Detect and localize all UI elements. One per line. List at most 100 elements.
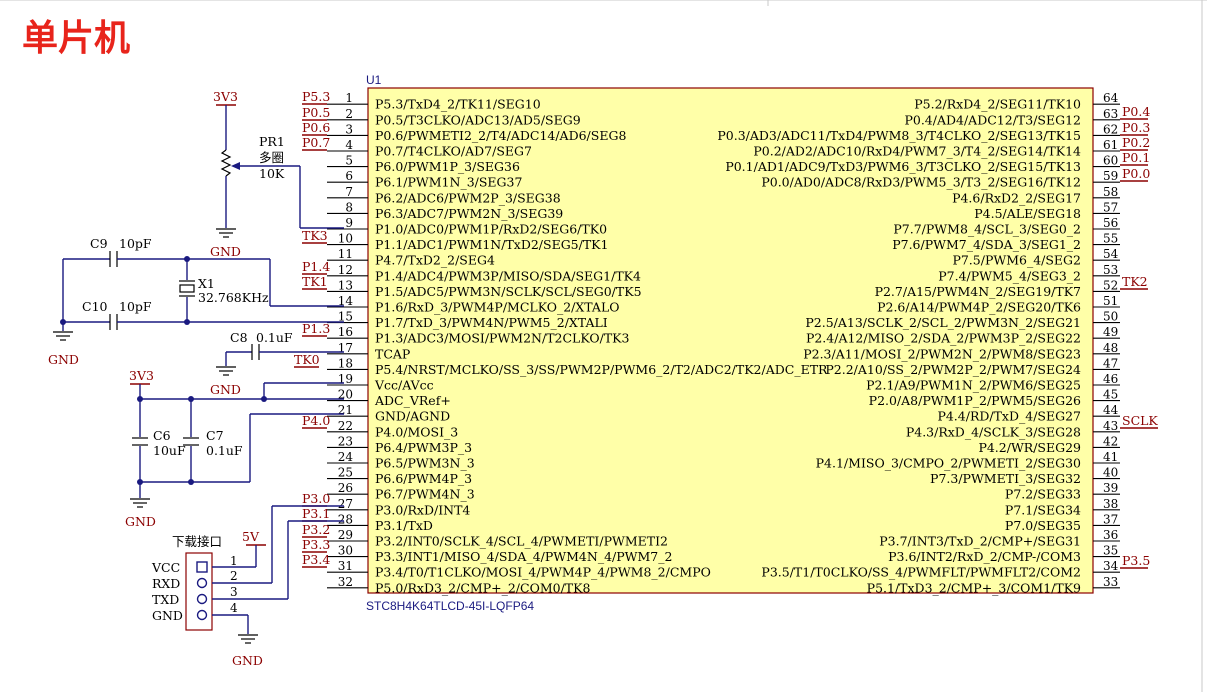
pin-number-left: 7 bbox=[345, 185, 353, 199]
c9-value: 10pF bbox=[119, 236, 152, 251]
c9-ref: C9 bbox=[90, 236, 108, 251]
net-label-tk1: TK1 bbox=[302, 274, 328, 289]
pin-number-right: 50 bbox=[1103, 310, 1118, 324]
pin-name-right: P2.5/A13/SCLK_2/SCL_2/PWM3N_2/SEG21 bbox=[805, 315, 1081, 330]
pin-number-right: 46 bbox=[1103, 372, 1118, 386]
pin-number-right: 42 bbox=[1103, 434, 1118, 448]
pin-name-right: P2.0/A8/PWM1P_2/PWM5/SEG26 bbox=[869, 393, 1081, 408]
pin-name-right: P0.4/AD4/ADC12/T3/SEG12 bbox=[904, 112, 1081, 127]
c8-ref: C8 bbox=[230, 330, 248, 345]
pin-name-right: P4.5/ALE/SEG18 bbox=[974, 206, 1081, 221]
pin-number-left: 19 bbox=[338, 372, 353, 386]
pin-name-left: P5.4/NRST/MCLKO/SS_3/SS/PWM2P/PWM6_2/T2/… bbox=[375, 362, 828, 377]
net-label-tk0: TK0 bbox=[294, 352, 320, 367]
pin-number-left: 11 bbox=[338, 247, 353, 261]
net-label-tk2: TK2 bbox=[1122, 274, 1148, 289]
pin-name-right: P7.4/PWM5_4/SEG3_2 bbox=[938, 268, 1081, 283]
pin-name-right: P7.5/PWM6_4/SEG2 bbox=[952, 253, 1081, 268]
pin-name-left: P0.7/T4CLKO/AD7/SEG7 bbox=[375, 144, 532, 159]
net-label-p07: P0.7 bbox=[302, 135, 330, 150]
pin-number-right: 44 bbox=[1103, 403, 1119, 417]
pin-number-left: 27 bbox=[338, 497, 353, 511]
pin-number-right: 61 bbox=[1103, 138, 1118, 152]
pin-number-right: 54 bbox=[1103, 247, 1119, 261]
pin-name-left: P6.3/ADC7/PWM2N_3/SEG39 bbox=[375, 206, 563, 221]
net-label-p32: P3.2 bbox=[302, 522, 330, 537]
pin-number-left: 25 bbox=[338, 466, 353, 480]
pin-name-right: P7.7/PWM8_4/SCL_3/SEG0_2 bbox=[893, 222, 1081, 237]
pin-name-left: P5.0/RxD3_2/CMP+_2/COM0/TK8 bbox=[375, 580, 590, 595]
net-label-p35: P3.5 bbox=[1122, 553, 1150, 568]
net-label-p00: P0.0 bbox=[1122, 166, 1150, 181]
pin-name-left: P1.4/ADC4/PWM3P/MISO/SDA/SEG1/TK4 bbox=[375, 268, 641, 283]
pin-number-right: 55 bbox=[1103, 232, 1118, 246]
c8-value: 0.1uF bbox=[256, 330, 293, 345]
chip-right-pins: 64P5.2/RxD4_2/SEG11/TK1063P0.4/AD4/ADC12… bbox=[717, 91, 1120, 595]
pin-name-left: P6.2/ADC6/PWM2P_3/SEG38 bbox=[375, 190, 561, 205]
capacitor-c8: GND C8 0.1uF bbox=[210, 330, 344, 397]
connector-label-gnd: GND bbox=[152, 608, 183, 623]
pin-number-right: 51 bbox=[1103, 294, 1118, 308]
net-label-p30: P3.0 bbox=[302, 491, 330, 506]
c10-value: 10pF bbox=[119, 299, 152, 314]
pin-name-left: P5.3/TxD4_2/TK11/SEG10 bbox=[375, 97, 541, 112]
net-label-p05: P0.5 bbox=[302, 105, 330, 120]
pin-name-right: P4.3/RxD_4/SCLK_3/SEG28 bbox=[906, 424, 1081, 439]
pin-number-right: 62 bbox=[1103, 122, 1118, 136]
pin-name-left: P0.6/PWMETI2_2/T4/ADC14/AD6/SEG8 bbox=[375, 128, 626, 143]
crystal-circuit: GND C9 10pF C10 10pF X1 32.768KHz bbox=[48, 236, 344, 367]
net-label-sclk: SCLK bbox=[1122, 413, 1158, 428]
decoupling-capacitors: 3V3 GND C6 10uF C7 0.1uF bbox=[125, 368, 344, 529]
pin-number-left: 10 bbox=[338, 232, 353, 246]
connector-pin-4-num: 4 bbox=[230, 601, 238, 615]
pin-number-left: 12 bbox=[338, 263, 353, 277]
pin-name-right: P4.2/WR/SEG29 bbox=[978, 440, 1081, 455]
pr1-desc: 多圈 bbox=[259, 150, 284, 165]
pin-name-right: P2.4/A12/MISO_2/SDA_2/PWM3P_2/SEG22 bbox=[806, 331, 1081, 346]
pin-name-left: P3.2/INT0/SCLK_4/SCL_4/PWMETI/PWMETI2 bbox=[375, 534, 668, 549]
net-label-p01: P0.1 bbox=[1122, 150, 1150, 165]
chip-designator: U1 bbox=[366, 73, 382, 87]
pin-name-left: P6.0/PWM1P_3/SEG36 bbox=[375, 159, 520, 174]
pin-number-left: 14 bbox=[338, 294, 354, 308]
connector-label-txd: TXD bbox=[152, 592, 179, 607]
pin-name-left: P3.4/T0/T1CLKO/MOSI_4/PWM4P_4/PWM8_2/CMP… bbox=[375, 565, 711, 580]
pin-number-left: 5 bbox=[345, 154, 353, 168]
pin-number-right: 59 bbox=[1103, 169, 1118, 183]
pin-number-left: 21 bbox=[338, 403, 353, 417]
pin-number-left: 16 bbox=[338, 325, 353, 339]
pin-name-left: P6.5/PWM3N_3 bbox=[375, 456, 475, 471]
c6-value: 10uF bbox=[153, 443, 186, 458]
pin-name-left: P3.0/RxD/INT4 bbox=[375, 502, 470, 517]
potentiometer-pr1: 3V3 GND PR1 多圈 10K bbox=[210, 89, 344, 259]
connector-title: 下载接口 bbox=[172, 534, 222, 549]
power-5v: 5V bbox=[242, 529, 260, 544]
pin-name-left: P3.1/TxD bbox=[375, 518, 433, 533]
pin-number-right: 36 bbox=[1103, 528, 1118, 542]
pin-name-left: P1.5/ADC5/PWM3N/SCLK/SCL/SEG0/TK5 bbox=[375, 284, 642, 299]
pin-number-right: 56 bbox=[1103, 216, 1118, 230]
power-gnd-crystal: GND bbox=[48, 352, 79, 367]
pin-number-right: 38 bbox=[1103, 497, 1118, 511]
chip-body bbox=[367, 87, 1094, 594]
power-gnd-pr1: GND bbox=[210, 244, 241, 259]
pin-number-right: 58 bbox=[1103, 185, 1118, 199]
right-net-labels: P0.4 P0.3 P0.2 P0.1 P0.0 TK2 SCLK P3.5 bbox=[1120, 104, 1158, 569]
pin-number-right: 49 bbox=[1103, 325, 1118, 339]
net-label-tk3: TK3 bbox=[302, 228, 328, 243]
pin-name-left: P1.6/RxD_3/PWM4P/MCLKO_2/XTALO bbox=[375, 300, 620, 315]
pin-number-right: 53 bbox=[1103, 263, 1118, 277]
pin-number-right: 45 bbox=[1103, 388, 1118, 402]
pin-name-right: P3.7/INT3/TxD_2/CMP+/SEG31 bbox=[879, 534, 1081, 549]
pin-number-right: 57 bbox=[1103, 200, 1118, 214]
pin-number-left: 9 bbox=[345, 216, 353, 230]
pin-name-left: P1.0/ADC0/PWM1P/RxD2/SEG6/TK0 bbox=[375, 222, 607, 237]
pin-name-right: P7.1/SEG34 bbox=[1005, 502, 1081, 517]
net-label-p33: P3.3 bbox=[302, 537, 330, 552]
power-3v3-top: 3V3 bbox=[213, 89, 238, 104]
x1-value: 32.768KHz bbox=[198, 290, 269, 305]
net-label-p04: P0.4 bbox=[1122, 104, 1150, 119]
pin-name-left: TCAP bbox=[375, 346, 410, 361]
pin-name-right: P3.5/T1/T0CLKO/SS_4/PWMFLT/PWMFLT2/COM2 bbox=[761, 565, 1081, 580]
